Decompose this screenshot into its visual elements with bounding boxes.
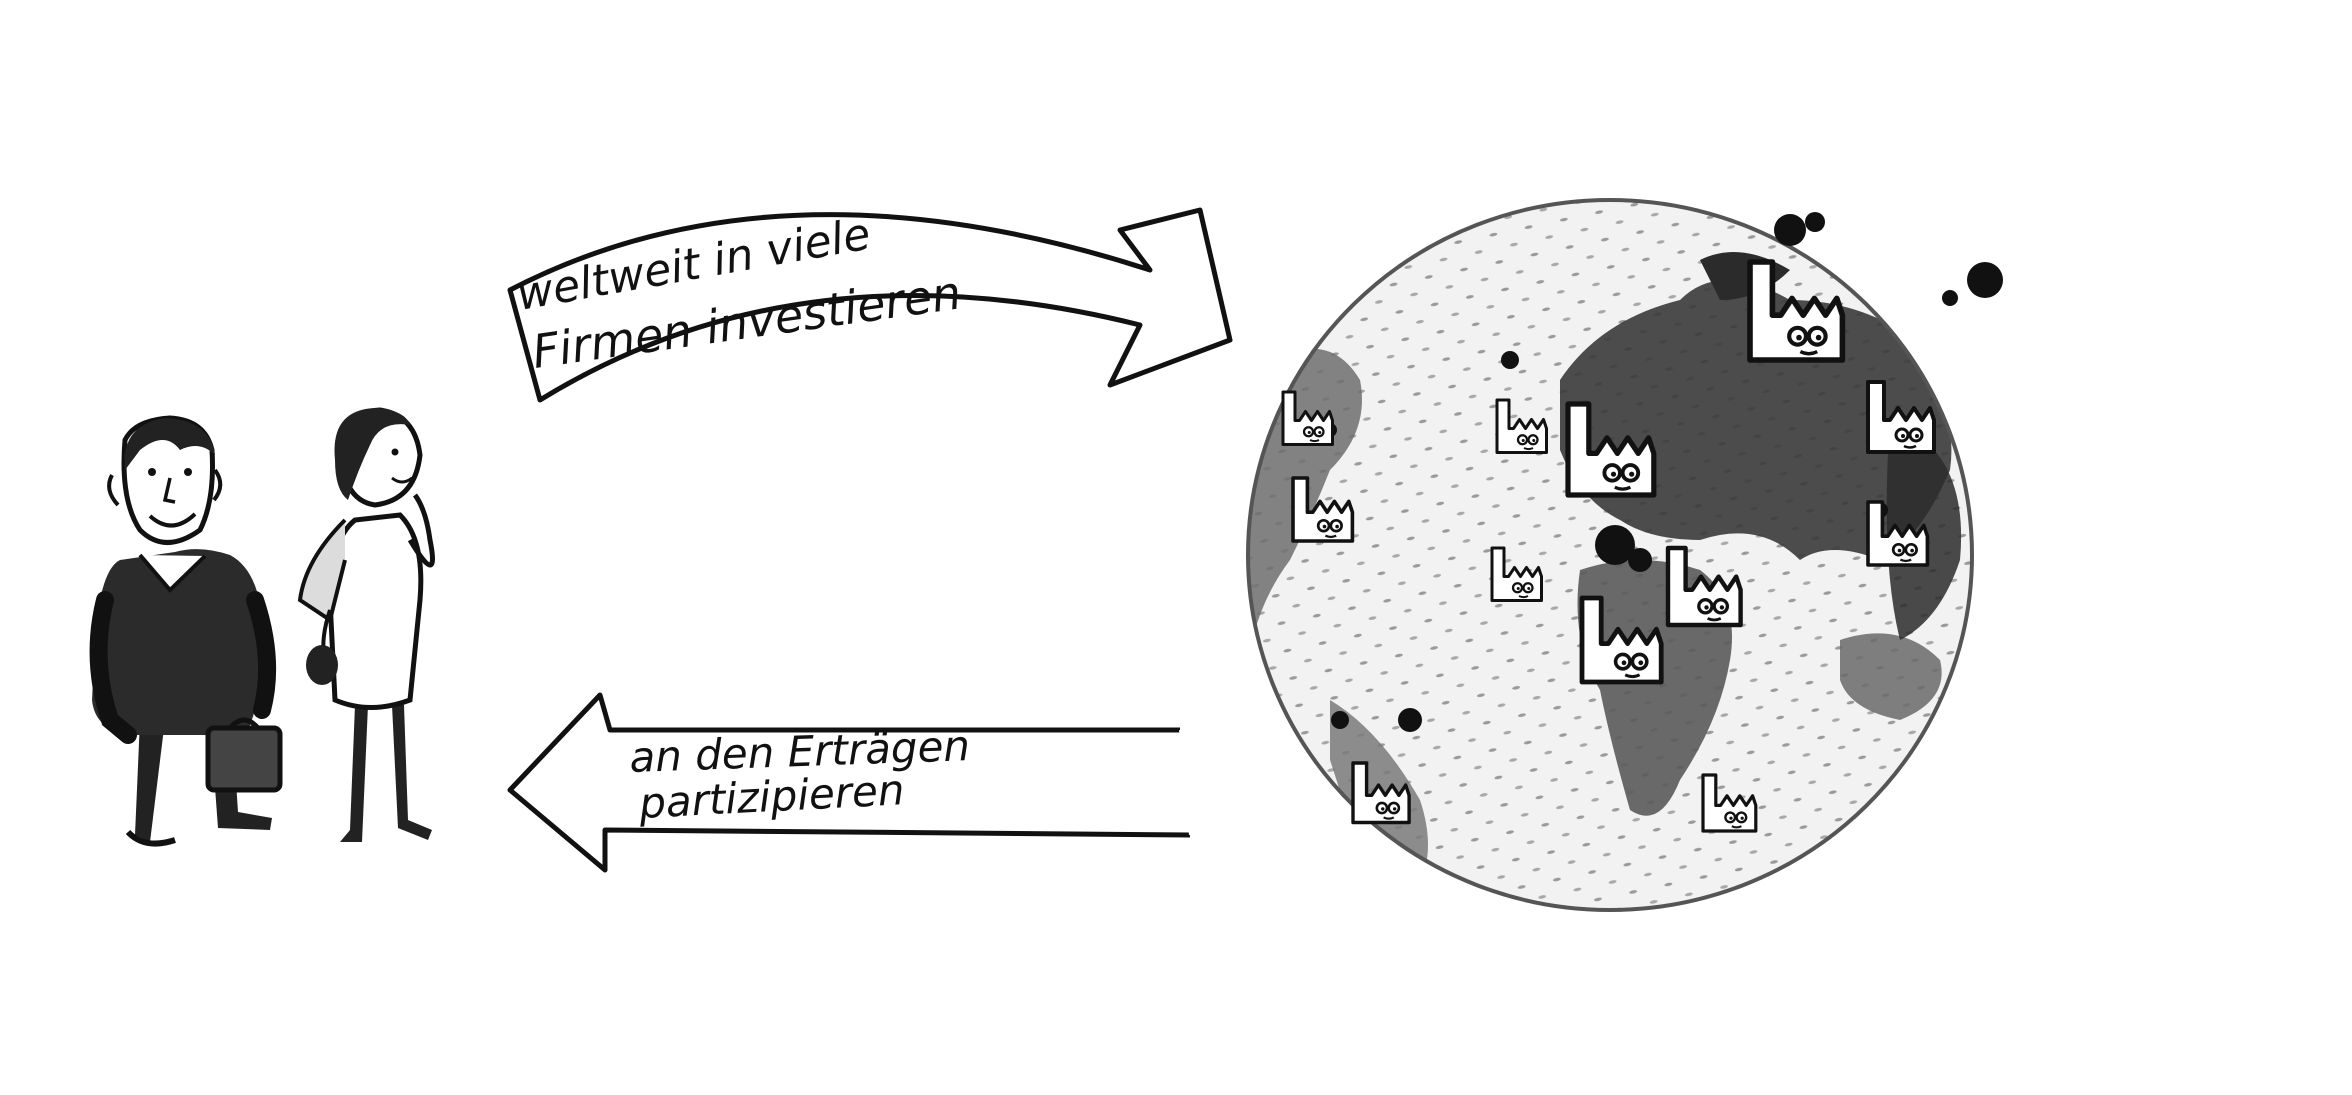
returns-arrow: an den Erträgen partizipieren	[507, 692, 1191, 873]
man-with-briefcase-icon	[89, 415, 283, 847]
invest-arrow: weltweit in viele Firmen investieren	[507, 207, 1233, 403]
woman-thinking-icon	[297, 407, 435, 842]
returns-label-line1: an den Erträgen	[629, 721, 971, 782]
